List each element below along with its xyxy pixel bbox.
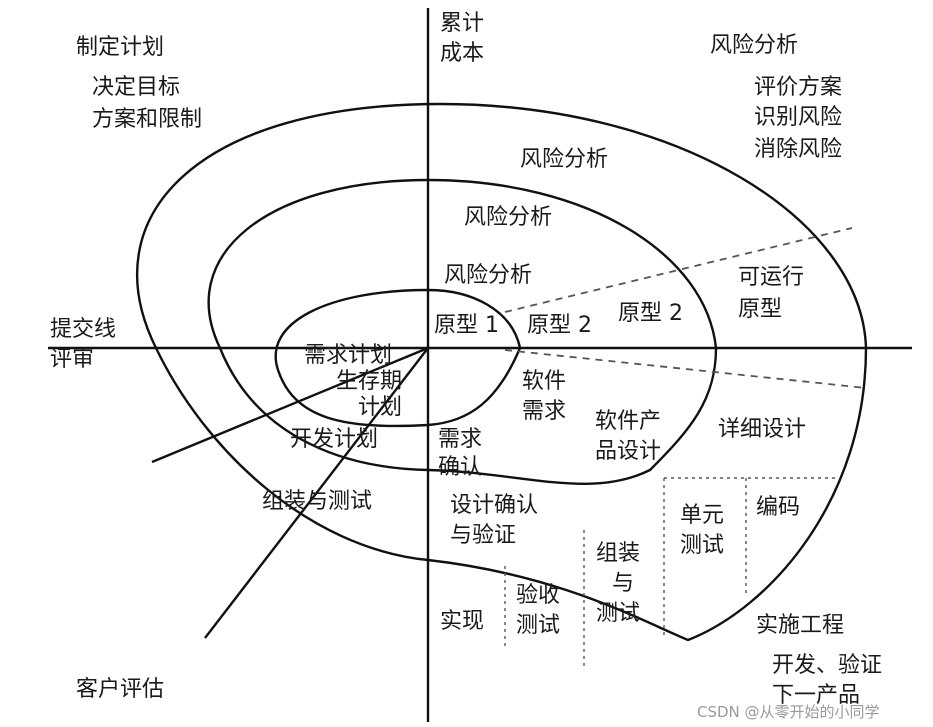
risk-label-outer: 风险分析 (520, 147, 608, 172)
prototype-2-outer: 原型 2 (618, 301, 683, 326)
top-right-title: 风险分析 (710, 33, 798, 58)
risk-label-inner: 风险分析 (444, 263, 532, 288)
bottom-right-title: 实施工程 (756, 613, 844, 638)
top-right-line-2: 识别风险 (754, 105, 842, 130)
unit-test-1: 单元 (680, 503, 724, 528)
product-design-1: 软件产 (595, 409, 661, 434)
watermark: CSDN @从零开始的小同学 (697, 703, 880, 721)
plan-lifecycle-2: 计划 (358, 395, 402, 420)
spiral-outer-loop (136, 102, 868, 642)
plan-development: 开发计划 (290, 427, 378, 452)
spiral-middle-loop (207, 178, 718, 485)
y-axis-label-1: 累计 (440, 11, 484, 36)
y-axis-label-2: 成本 (440, 41, 484, 66)
top-right-line-1: 评价方案 (754, 75, 842, 100)
software-req-1: 软件 (522, 369, 566, 394)
prototype-1: 原型 1 (434, 313, 499, 338)
acceptance-test-2: 测试 (516, 613, 560, 638)
plan-requirements: 需求计划 (304, 343, 392, 368)
acceptance-test-1: 验收 (516, 583, 560, 608)
top-left-title: 制定计划 (76, 35, 164, 60)
assembly-test-2: 与 (612, 571, 634, 596)
req-confirm-2: 确认 (438, 455, 482, 480)
risk-label-middle: 风险分析 (464, 205, 552, 230)
runnable-prototype-2: 原型 (738, 297, 782, 322)
plan-lifecycle: 生存期 (336, 369, 402, 394)
x-axis-label-2: 评审 (50, 347, 94, 372)
radial-line-2 (204, 347, 429, 639)
spiral-inner-loop (274, 288, 522, 428)
x-axis-label-1: 提交线 (50, 317, 116, 342)
bottom-right-line-2: 下一产品 (772, 683, 860, 708)
design-confirm-1: 设计确认 (450, 493, 538, 518)
req-confirm-1: 需求 (438, 427, 482, 452)
top-left-line-2: 方案和限制 (92, 107, 202, 132)
product-design-2: 品设计 (595, 439, 661, 464)
top-right-line-3: 消除风险 (754, 137, 842, 162)
unit-test-2: 测试 (680, 533, 724, 558)
dashed-line-lower (504, 349, 867, 389)
top-left-line-1: 决定目标 (92, 75, 180, 100)
runnable-prototype-1: 可运行 (738, 265, 804, 290)
detailed-design: 详细设计 (718, 417, 806, 442)
prototype-2-inner: 原型 2 (527, 313, 592, 338)
assembly-test-1: 组装 (596, 541, 640, 566)
implementation: 实现 (440, 609, 484, 634)
radial-line-1 (151, 346, 429, 464)
software-req-2: 需求 (522, 399, 566, 424)
assembly-test-3: 测试 (596, 601, 640, 626)
plan-assembly-test: 组装与测试 (262, 489, 372, 514)
bottom-left-title: 客户评估 (76, 677, 164, 702)
coding: 编码 (756, 495, 800, 520)
design-confirm-2: 与验证 (450, 523, 516, 548)
bottom-right-line-1: 开发、验证 (772, 653, 882, 678)
